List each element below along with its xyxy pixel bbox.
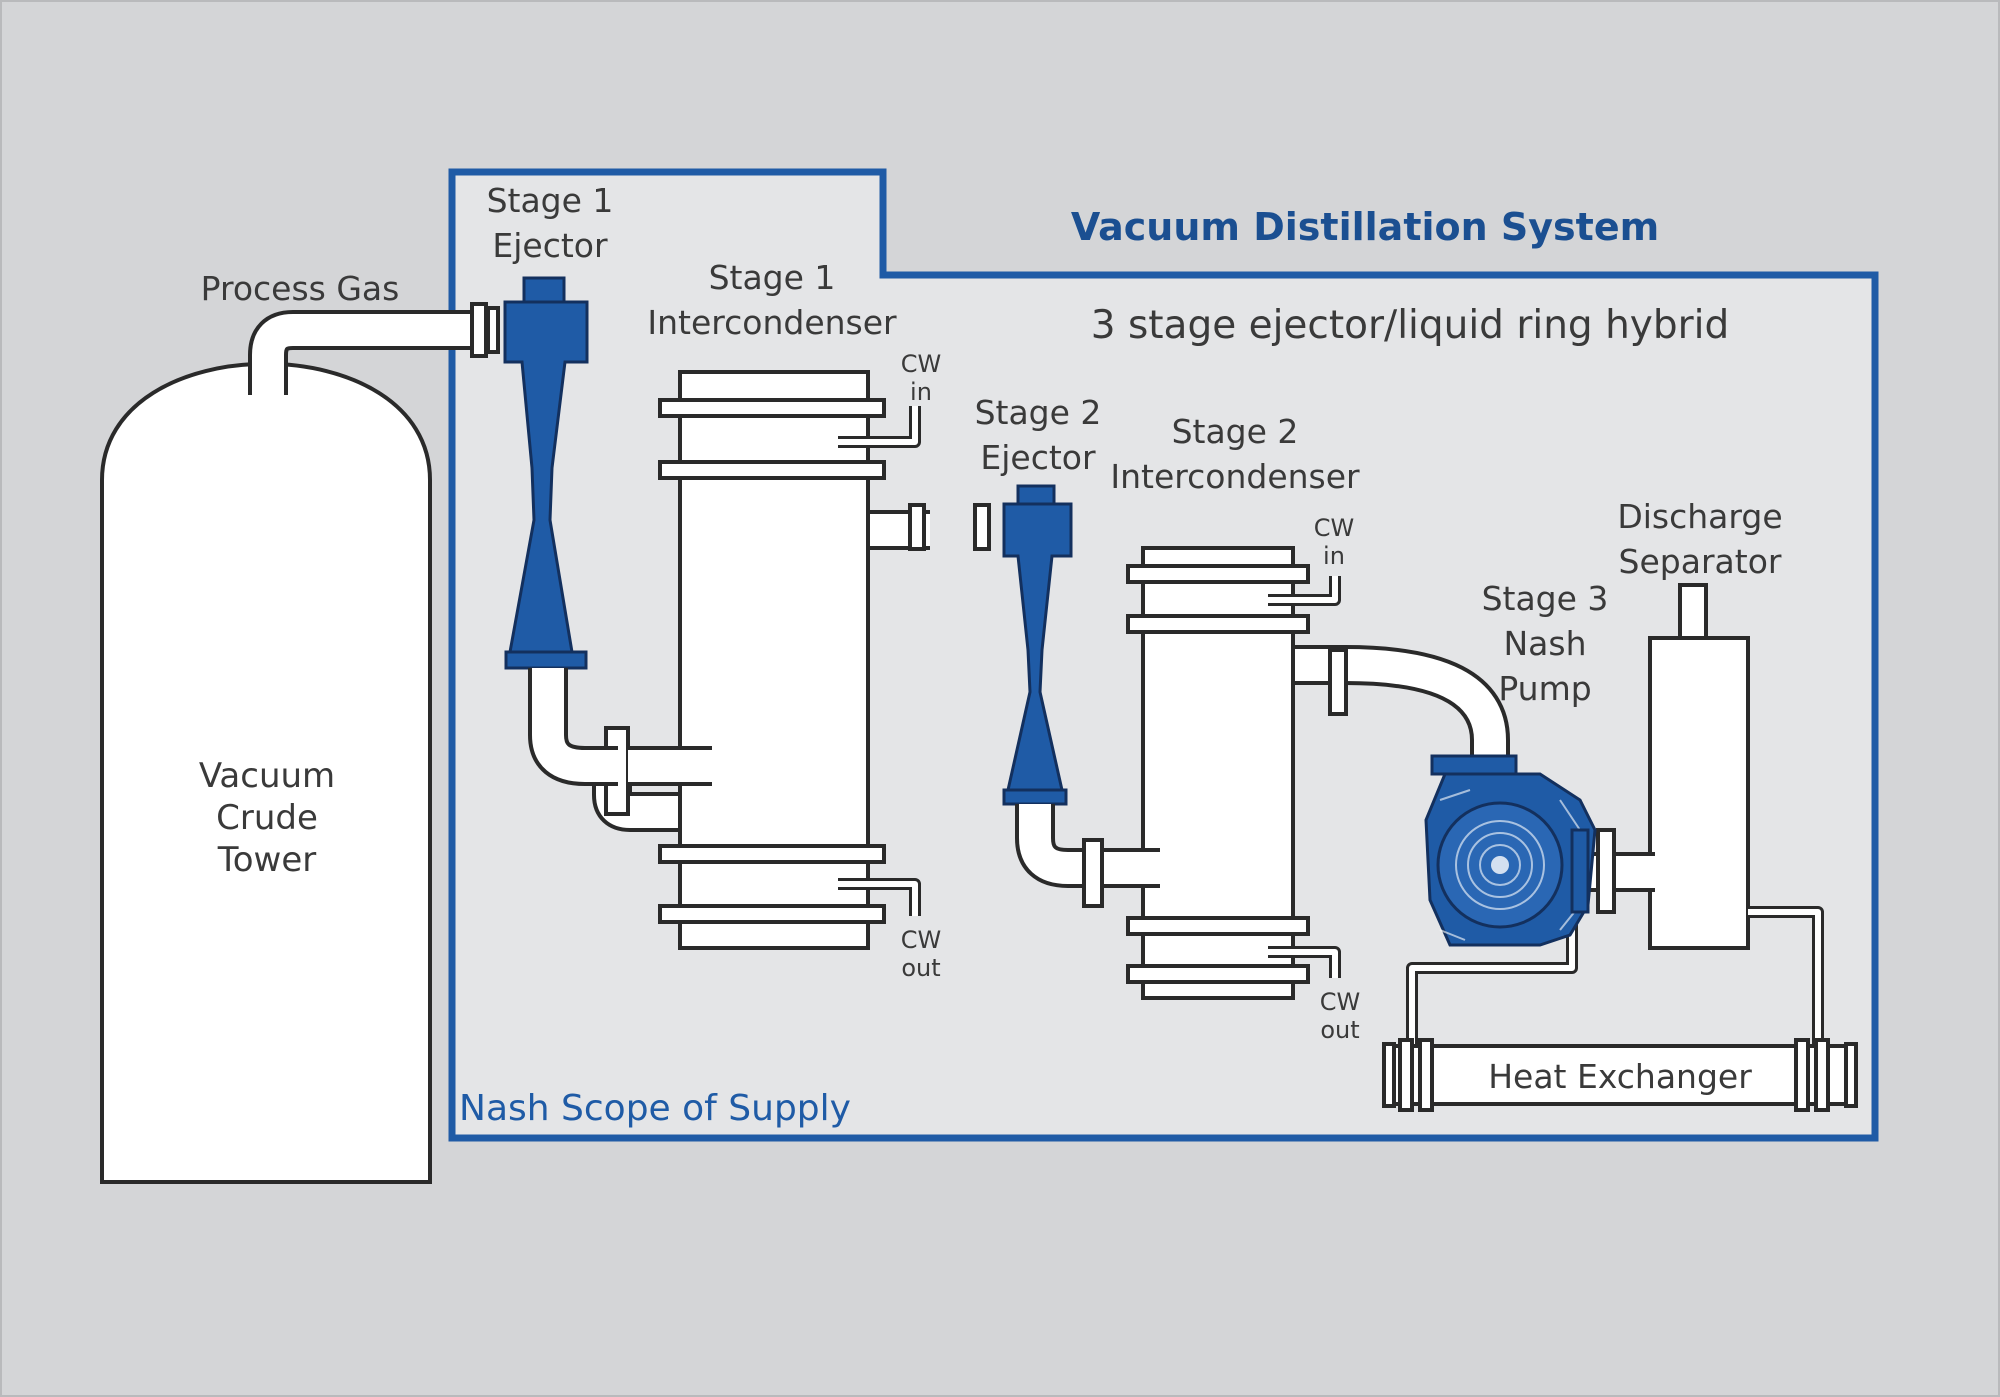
diagram-title: Vacuum Distillation System	[1071, 205, 1659, 249]
discharge-separator-label-line1: Discharge	[1617, 497, 1782, 536]
stage2-condenser-inlet-flange	[1082, 838, 1104, 908]
scope-label: Nash Scope of Supply	[459, 1088, 851, 1129]
stage1-intercondenser-label-line2: Intercondenser	[647, 303, 897, 342]
stage2-ejector-label-line1: Stage 2	[975, 393, 1102, 432]
stage3-pump-label-line2: Nash	[1503, 624, 1586, 663]
stage2-intercondenser-label-line2: Intercondenser	[1110, 457, 1360, 496]
stage3-pump-label-line3: Pump	[1498, 669, 1591, 708]
stage2-intercondenser-flange-bottom	[1126, 964, 1310, 984]
tower-label-line2: Crude	[216, 798, 318, 838]
stage3-pump-label-line1: Stage 3	[1482, 579, 1609, 618]
process-gas-flange	[470, 302, 488, 358]
heat-exchanger-label: Heat Exchanger	[1488, 1057, 1752, 1096]
discharge-separator	[1648, 636, 1750, 950]
stage2-cw-out-label-line1: CW	[1320, 988, 1361, 1016]
stage1-cw-out-label-line1: CW	[901, 926, 942, 954]
stage1-intercondenser-flange-top	[658, 398, 886, 418]
stage1-intercondenser-label-line1: Stage 1	[709, 258, 836, 297]
stage2-cw-in-label-line1: CW	[1314, 514, 1355, 542]
stage2-cw-out-label-line2: out	[1320, 1016, 1359, 1044]
stage2-cw-in-label-line2: in	[1323, 542, 1345, 570]
stage1-ejector-cap	[522, 276, 566, 306]
stage2-outlet-flange	[1328, 648, 1348, 716]
stage1-cw-out-label-line2: out	[901, 954, 940, 982]
stage1-ejector-label-line2: Ejector	[492, 226, 608, 265]
separator-inlet-flange	[1596, 828, 1616, 914]
tower-label-line3: Tower	[217, 840, 317, 880]
stage1-ejector-label-line1: Stage 1	[487, 181, 614, 220]
stage1-intercondenser-flange-bottom	[658, 904, 886, 924]
diagram-subtitle: 3 stage ejector/liquid ring hybrid	[1091, 303, 1730, 348]
pump-inlet-flange	[1430, 754, 1518, 776]
process-gas-label: Process Gas	[201, 269, 400, 308]
stage1-cw-in-label-line2: in	[910, 378, 932, 406]
stage2-ejector-label-line2: Ejector	[980, 438, 1096, 477]
discharge-separator-vent	[1678, 583, 1708, 642]
heat-exchanger	[1383, 1044, 1857, 1106]
tower-label-line1: Vacuum	[199, 756, 335, 796]
discharge-separator-label-line2: Separator	[1619, 542, 1782, 581]
stage2-intercondenser-label-line1: Stage 2	[1172, 412, 1299, 451]
stage2-intercondenser-flange-top	[1126, 564, 1310, 584]
stage1-cw-in-label-line1: CW	[901, 350, 942, 378]
